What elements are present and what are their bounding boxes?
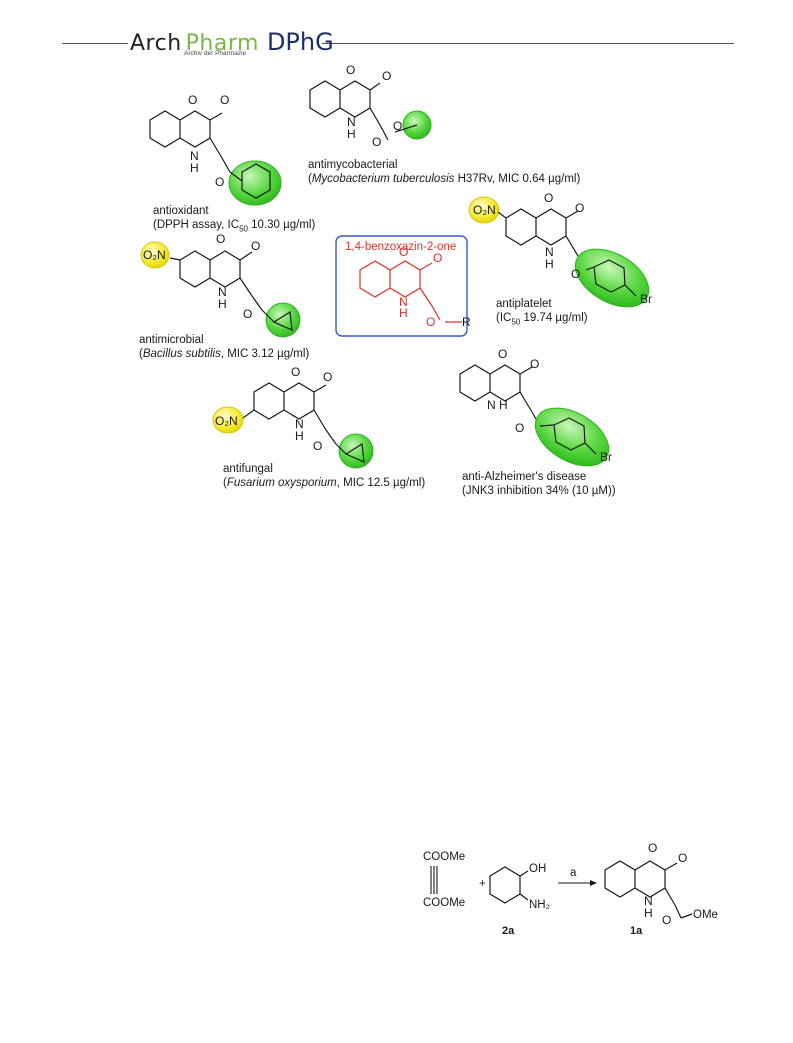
structure-antiplatelet: [497, 208, 587, 271]
logo-pharm: Pharm: [185, 31, 259, 56]
scheme-oh: OH: [529, 863, 547, 875]
svg-text:H: H: [190, 161, 199, 175]
core-r-label: R: [462, 315, 471, 329]
svg-text:O: O: [498, 347, 507, 361]
svg-text:H: H: [499, 398, 508, 412]
svg-text:O: O: [662, 913, 671, 927]
no2-label-platelet: O₂N: [473, 203, 496, 217]
label-antimicrobial: antimicrobial (Bacillus subtilis, MIC 3.…: [139, 334, 310, 360]
green-highlight-cyclopropyl-microbial: [265, 302, 301, 338]
logo-subtitle: Archiv der Pharmazie: [184, 50, 247, 57]
compound-1a-label: 1a: [630, 925, 643, 937]
green-highlight-antioxidant: [228, 160, 282, 206]
svg-text:N: N: [487, 398, 496, 412]
scheme-arrow-label: a: [570, 867, 577, 879]
scheme-dmad: [430, 866, 438, 894]
scheme-coome-top: COOMe: [423, 851, 466, 863]
svg-text:O: O: [544, 191, 553, 205]
svg-text:N: N: [295, 417, 304, 431]
label-antifungal: antifungal (Fusarium oxysporium, MIC 12.…: [223, 463, 426, 489]
svg-text:O: O: [426, 315, 435, 329]
svg-text:N: N: [218, 285, 227, 299]
svg-text:Br: Br: [640, 292, 652, 306]
yellow-highlight-no2-fungal: [212, 406, 244, 434]
yellow-highlight-no2-platelet: [468, 196, 500, 224]
structure-core: [359, 260, 462, 323]
green-highlight-cyclopropyl-fungal: [338, 433, 374, 469]
green-highlight-bromophenyl-alzheimer: [534, 407, 610, 467]
svg-text:O: O: [313, 439, 322, 453]
svg-text:O: O: [382, 69, 391, 83]
svg-text:O: O: [571, 267, 580, 281]
logo-arch: Arch: [130, 31, 182, 56]
svg-text:H: H: [218, 297, 227, 311]
structure-antimycobacterial: [309, 80, 389, 141]
svg-text:O: O: [188, 93, 197, 107]
svg-text:O: O: [433, 251, 442, 265]
svg-text:N: N: [347, 115, 356, 129]
header-rule-left: [62, 43, 128, 44]
svg-text:N: N: [644, 894, 653, 908]
svg-text:O: O: [251, 239, 260, 253]
svg-text:O: O: [648, 841, 657, 855]
svg-text:H: H: [545, 257, 554, 271]
scheme-nh2: NH₂: [529, 899, 551, 911]
svg-text:O: O: [530, 357, 539, 371]
svg-text:O: O: [372, 135, 381, 149]
svg-text:O: O: [220, 93, 229, 107]
svg-text:O₂N: O₂N: [143, 248, 166, 262]
label-antiplatelet: antiplatelet (IC50 19.74 µg/ml): [496, 298, 588, 327]
svg-text:O: O: [243, 307, 252, 321]
header-rule-right: [322, 43, 734, 44]
svg-text:O: O: [515, 421, 524, 435]
svg-text:Br: Br: [600, 450, 612, 464]
svg-text:O: O: [216, 232, 225, 246]
svg-text:H: H: [347, 127, 356, 141]
structure-antioxidant: [149, 110, 231, 173]
svg-text:N: N: [399, 295, 408, 309]
svg-text:H: H: [644, 906, 653, 920]
svg-text:O: O: [399, 245, 408, 259]
svg-text:O₂N: O₂N: [215, 414, 238, 428]
green-highlight-bromophenyl-platelet: [574, 248, 650, 308]
svg-text:O: O: [323, 370, 332, 384]
svg-text:O: O: [393, 119, 402, 133]
label-antimycobacterial: antimycobacterial (Mycobacterium tubercu…: [308, 159, 581, 185]
structure-antimicrobial: [169, 250, 263, 311]
scheme-aminophenol: [489, 866, 529, 904]
label-anti-alzheimer: anti-Alzheimer's disease (JNK3 inhibitio…: [462, 471, 616, 497]
svg-text:O: O: [215, 175, 224, 189]
label-antioxidant: antioxidant (DPPH assay, IC50 10.30 µg/m…: [153, 205, 316, 234]
yellow-highlight-no2-microbial: [140, 241, 170, 269]
structure-anti-alzheimer: [459, 364, 541, 427]
compound-2a-label: 2a: [502, 925, 515, 937]
svg-text:H: H: [295, 429, 304, 443]
scheme-plus: +: [479, 878, 486, 890]
scheme-ome: OMe: [693, 909, 718, 921]
scheme-product: [604, 860, 693, 919]
logo-dphg: DPhG: [266, 28, 334, 56]
svg-text:N: N: [190, 149, 199, 163]
svg-text:O: O: [346, 63, 355, 77]
svg-text:O: O: [678, 851, 687, 865]
scheme-coome-bottom: COOMe: [423, 897, 466, 909]
structure-antifungal: [242, 382, 337, 445]
svg-text:N: N: [545, 245, 554, 259]
core-scaffold-title: 1,4-benzoxazin-2-one: [345, 241, 457, 253]
svg-text:O: O: [575, 201, 584, 215]
svg-text:O: O: [291, 365, 300, 379]
svg-text:H: H: [399, 306, 408, 320]
